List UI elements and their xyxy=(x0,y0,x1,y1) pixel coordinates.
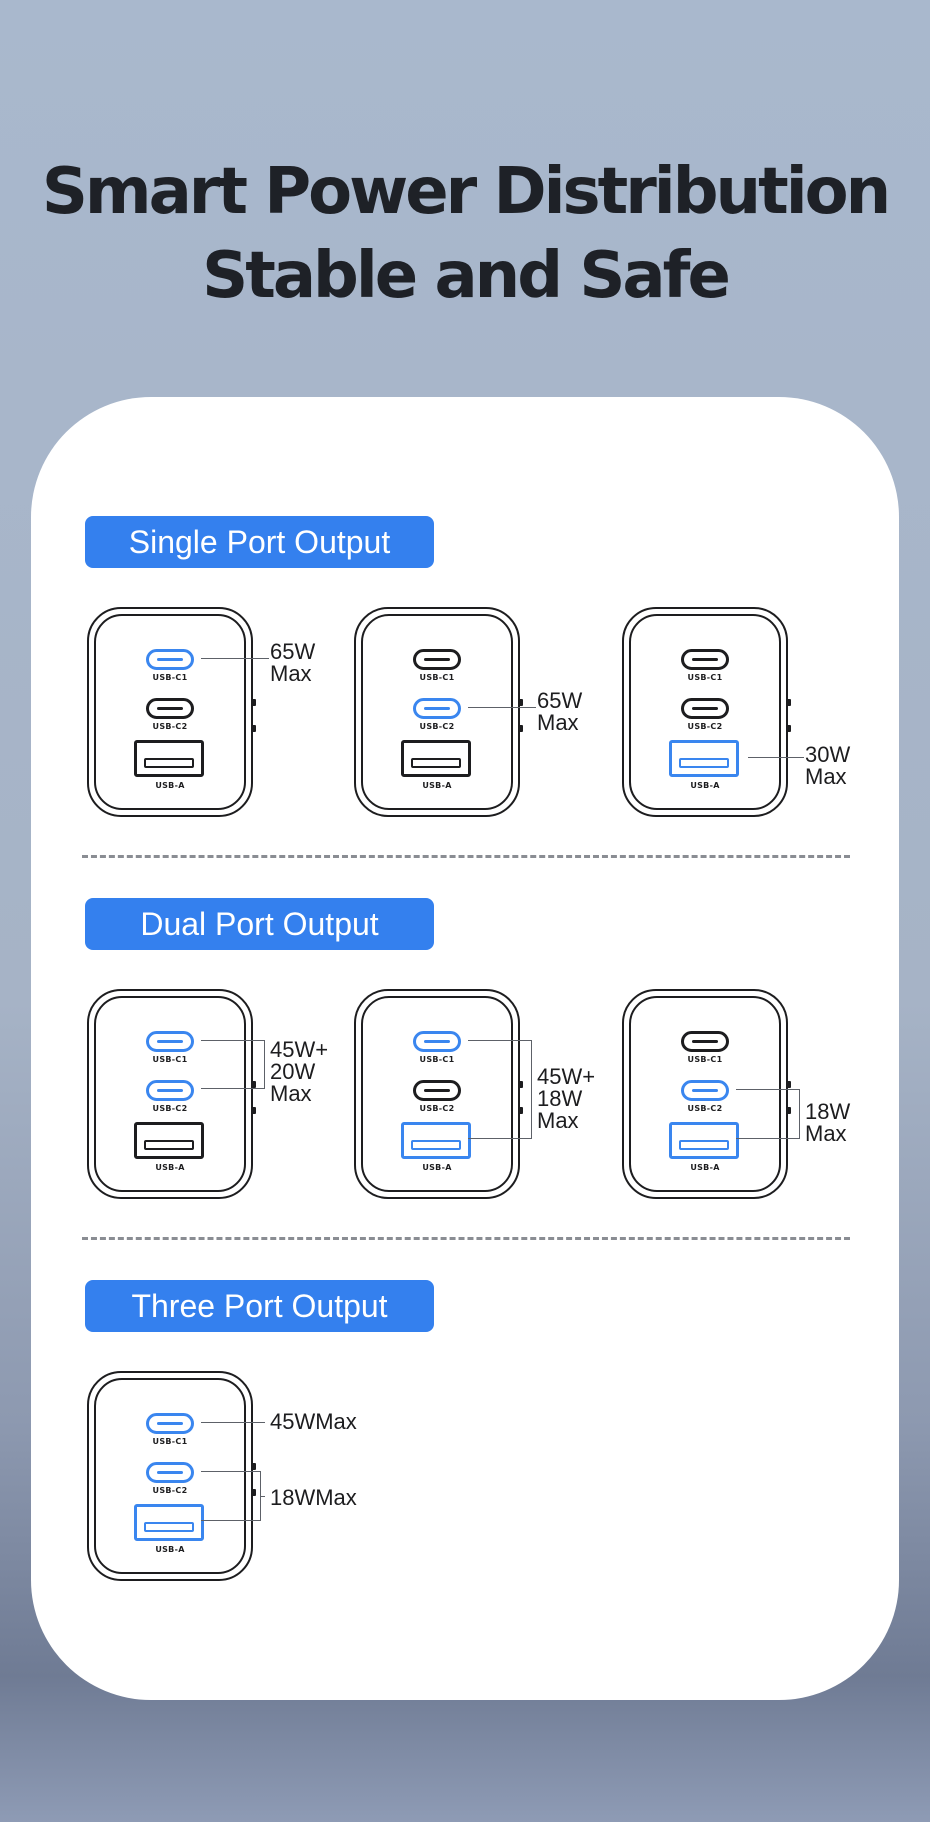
headline: Smart Power Distribution Stable and Safe xyxy=(0,150,930,318)
callout-line xyxy=(201,1422,265,1423)
usb-c2-label: USB-C2 xyxy=(419,1104,455,1113)
usb-c1-port xyxy=(681,649,729,670)
usb-a-port xyxy=(669,1122,739,1159)
usb-c2-port xyxy=(146,1462,194,1483)
power-rating: 65W Max xyxy=(270,639,316,686)
callout-line xyxy=(748,757,804,758)
power-rating: 45W+ 18W Max xyxy=(537,1064,596,1133)
usb-a-label: USB-A xyxy=(422,1163,452,1172)
power-rating: 30W Max xyxy=(805,742,851,789)
callout-line xyxy=(468,707,536,708)
usb-c2-label: USB-C2 xyxy=(687,722,723,731)
section-label-three: Three Port Output xyxy=(85,1280,434,1332)
usb-c1-port xyxy=(146,649,194,670)
callout-line xyxy=(261,1496,265,1497)
usb-a-port xyxy=(134,1504,204,1541)
section-label-dual: Dual Port Output xyxy=(85,898,434,950)
charger-side-button xyxy=(252,1107,256,1114)
charger-side-button xyxy=(787,1081,791,1088)
usb-a-label: USB-A xyxy=(690,1163,720,1172)
charger-side-button xyxy=(252,1463,256,1470)
usb-c2-port xyxy=(681,698,729,719)
callout-bracket xyxy=(468,1040,532,1139)
usb-c1-port xyxy=(146,1031,194,1052)
usb-a-port xyxy=(401,740,471,777)
charger-side-button xyxy=(519,725,523,732)
usb-c1-label: USB-C1 xyxy=(419,1055,455,1064)
usb-a-label: USB-A xyxy=(155,781,185,790)
headline-line-2: Stable and Safe xyxy=(202,239,731,313)
section-label-single: Single Port Output xyxy=(85,516,434,568)
charger-side-button xyxy=(252,1081,256,1088)
section-divider xyxy=(82,1237,850,1240)
usb-c2-port xyxy=(146,698,194,719)
usb-c2-port xyxy=(681,1080,729,1101)
usb-c2-port xyxy=(146,1080,194,1101)
callout-bracket xyxy=(201,1040,265,1089)
usb-a-label: USB-A xyxy=(155,1163,185,1172)
usb-c2-label: USB-C2 xyxy=(687,1104,723,1113)
usb-a-label: USB-A xyxy=(155,1545,185,1554)
usb-c1-port xyxy=(681,1031,729,1052)
power-rating: 18W Max xyxy=(805,1099,851,1146)
usb-c1-port xyxy=(146,1413,194,1434)
callout-bracket xyxy=(736,1089,800,1139)
usb-c2-port xyxy=(413,698,461,719)
usb-c1-port xyxy=(413,649,461,670)
usb-a-label: USB-A xyxy=(422,781,452,790)
usb-c2-label: USB-C2 xyxy=(152,1486,188,1495)
usb-c2-label: USB-C2 xyxy=(152,1104,188,1113)
charger-side-button xyxy=(787,725,791,732)
usb-c1-label: USB-C1 xyxy=(152,673,188,682)
callout-bracket xyxy=(201,1471,261,1521)
usb-c2-label: USB-C2 xyxy=(152,722,188,731)
power-rating-c1: 45WMax xyxy=(270,1409,357,1434)
usb-c1-label: USB-C1 xyxy=(152,1055,188,1064)
usb-a-label: USB-A xyxy=(690,781,720,790)
charger-side-button xyxy=(787,1107,791,1114)
usb-c1-label: USB-C1 xyxy=(419,673,455,682)
usb-c1-label: USB-C1 xyxy=(687,673,723,682)
usb-c1-label: USB-C1 xyxy=(687,1055,723,1064)
usb-c1-port xyxy=(413,1031,461,1052)
charger-side-button xyxy=(519,699,523,706)
charger-side-button xyxy=(252,699,256,706)
usb-a-port xyxy=(134,740,204,777)
headline-line-1: Smart Power Distribution xyxy=(41,155,891,229)
usb-a-port xyxy=(669,740,739,777)
charger-side-button xyxy=(252,725,256,732)
usb-c2-label: USB-C2 xyxy=(419,722,455,731)
charger-side-button xyxy=(519,1107,523,1114)
power-rating-c2-a: 18WMax xyxy=(270,1485,357,1510)
power-rating: 45W+ 20W Max xyxy=(270,1037,329,1106)
usb-c1-label: USB-C1 xyxy=(152,1437,188,1446)
section-divider xyxy=(82,855,850,858)
callout-line xyxy=(201,658,269,659)
usb-a-port xyxy=(134,1122,204,1159)
usb-c2-port xyxy=(413,1080,461,1101)
power-rating: 65W Max xyxy=(537,688,583,735)
charger-side-button xyxy=(252,1489,256,1496)
usb-a-port xyxy=(401,1122,471,1159)
charger-side-button xyxy=(519,1081,523,1088)
charger-side-button xyxy=(787,699,791,706)
